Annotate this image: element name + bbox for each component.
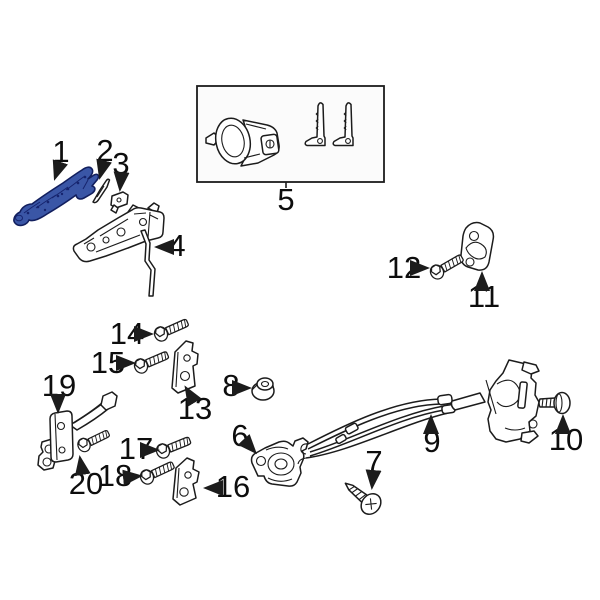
part-8-nut [251, 377, 275, 401]
part-12-bolt [427, 250, 467, 283]
part-14-bolt [151, 315, 191, 344]
part-2-handle-cover [92, 178, 111, 204]
part-20-bolt [75, 426, 113, 455]
callout-2-arrow [96, 158, 112, 180]
part-16-hinge-lower [172, 457, 200, 506]
part-17-bolt [153, 432, 194, 461]
part-9-latch-cable-assembly [297, 359, 540, 465]
part-3-handle-clip [110, 191, 129, 214]
callout-20: 20 [69, 466, 103, 501]
callout-7: 7 [365, 444, 382, 479]
part-4-handle-base-bracket [72, 202, 165, 297]
callout-7-arrow [365, 469, 382, 490]
callout-6-arrow [237, 434, 258, 455]
callout-1: 1 [52, 134, 69, 169]
callout-5: 5 [277, 182, 294, 217]
callout-3: 3 [112, 146, 129, 181]
callout-13: 13 [178, 391, 212, 426]
callout-10: 10 [549, 422, 583, 457]
callout-13-arrow [184, 385, 202, 407]
callouts: 1 2 3 4 5 6 7 8 9 10 11 12 13 14 15 16 1 [42, 133, 583, 504]
callout-1-arrow [52, 159, 68, 181]
part-13-hinge-upper [171, 340, 199, 394]
callout-6: 6 [231, 418, 248, 453]
part-6-handle-bracket [250, 437, 309, 487]
callout-16: 16 [216, 469, 250, 504]
part-1-outside-handle [13, 166, 100, 227]
callout-15: 15 [91, 345, 125, 380]
lock-cylinder-drawing [205, 117, 280, 167]
callout-9: 9 [423, 424, 440, 459]
part-10-bolt [538, 391, 571, 415]
part-7-screw [344, 482, 382, 516]
callout-8: 8 [222, 368, 239, 403]
callout-12: 12 [387, 250, 421, 285]
callout-3-arrow [113, 171, 130, 192]
callout-19: 19 [42, 368, 76, 403]
part-19-door-check [37, 391, 118, 471]
callout-18-arrow [122, 469, 143, 486]
part-15-bolt [131, 347, 172, 376]
callout-2: 2 [96, 133, 113, 168]
part-11-striker [460, 221, 495, 271]
callout-20-arrow [74, 455, 91, 477]
callout-4: 4 [168, 228, 185, 263]
part-5-lock-cylinder-kit [196, 85, 385, 183]
callout-11: 11 [468, 279, 500, 314]
